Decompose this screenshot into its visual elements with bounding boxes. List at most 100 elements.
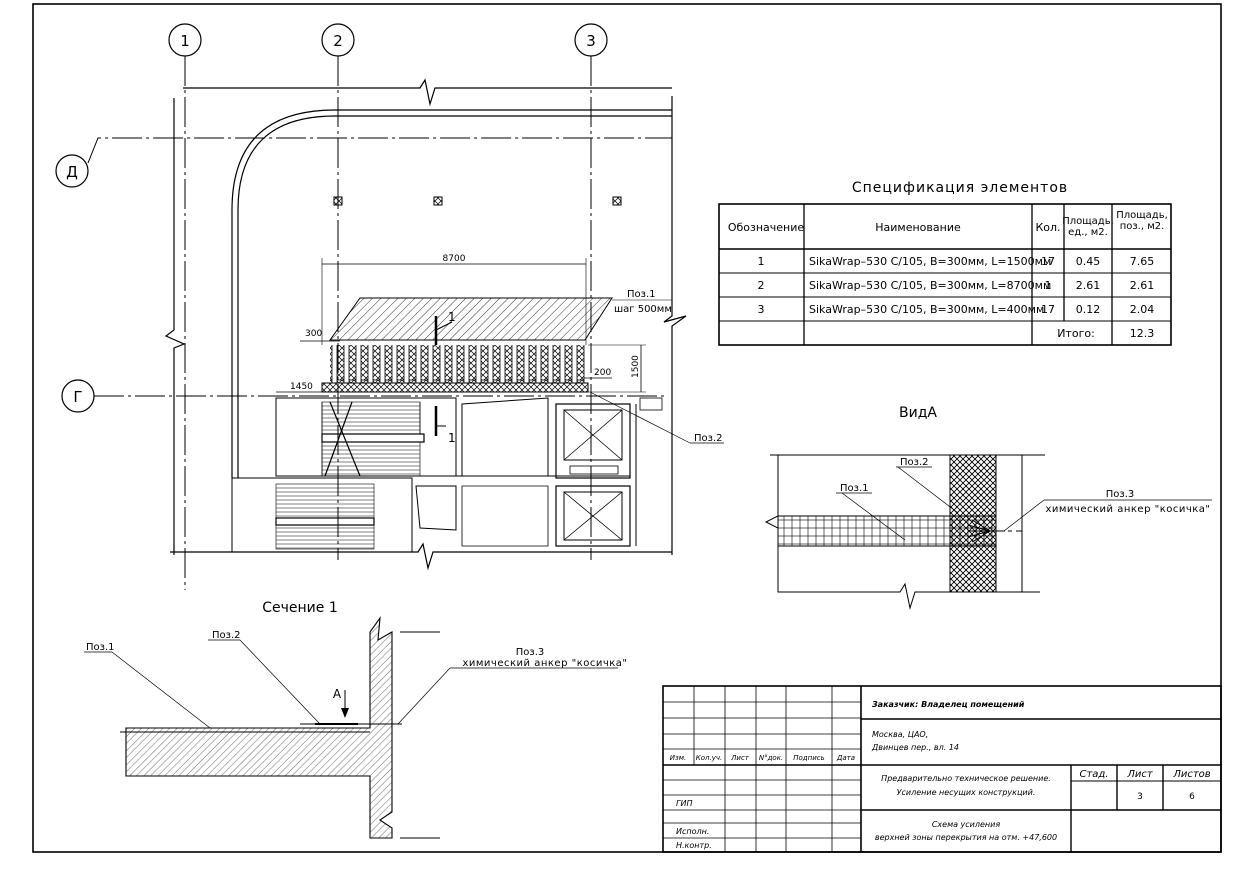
section-1: Сечение 1 А Поз.1 Поз.2 Поз.3 химический…	[84, 600, 627, 839]
svg-text:SikaWrap–530 C/105, B=300мм, L: SikaWrap–530 C/105, B=300мм, L=400мм	[809, 303, 1044, 316]
cfrp-band-poz2	[321, 382, 589, 393]
svg-text:0.12: 0.12	[1076, 303, 1101, 316]
dimension-200: 200	[584, 368, 612, 379]
axis-d-label: Д	[66, 163, 78, 181]
stamp-sheet-title-2: верхней зоны перекрытия на отм. +47,600	[875, 833, 1057, 842]
axis-g-label: Г	[73, 388, 82, 406]
table-row: 2 SikaWrap–530 C/105, B=300мм, L=8700мм …	[758, 279, 1155, 292]
view-a-title: ВидА	[899, 405, 937, 421]
stamp-address-2: Двинцев пер., вл. 14	[871, 743, 959, 752]
stamp-stage-label: Стад.	[1079, 769, 1108, 780]
table-row: 3 SikaWrap–530 C/105, B=300мм, L=400мм 1…	[758, 303, 1155, 316]
svg-text:17: 17	[1041, 303, 1055, 316]
stair-treads	[276, 487, 374, 549]
plan-poz1-step: шаг 500мм	[614, 304, 672, 315]
view-a-poz3-label: Поз.3	[1106, 489, 1135, 500]
stamp-col-list: Лист	[730, 754, 750, 762]
section-cut-mark-bottom: 1	[434, 406, 456, 445]
stamp-col-data: Дата	[836, 754, 855, 762]
stamp-customer: Заказчик: Владелец помещений	[872, 700, 1025, 709]
cut-mark-bottom-label: 1	[448, 431, 456, 445]
stamp-col-podpis: Подпись	[793, 754, 825, 762]
axis-g: Г	[61, 379, 668, 413]
plan-poz2-label: Поз.2	[694, 433, 723, 444]
section-view-mark: А	[333, 687, 342, 701]
svg-text:1: 1	[758, 255, 765, 268]
column-marker	[333, 196, 343, 206]
stamp-address-1: Москва, ЦАО,	[872, 730, 928, 739]
view-a-poz2-label: Поз.2	[900, 457, 929, 468]
dim-300-label: 300	[305, 329, 322, 339]
section-1-title: Сечение 1	[262, 600, 338, 616]
svg-text:2.61: 2.61	[1076, 279, 1101, 292]
dimension-300: 300	[300, 329, 340, 342]
section-poz3-label: Поз.3	[516, 647, 545, 658]
svg-text:2.61: 2.61	[1130, 279, 1155, 292]
view-a-strip-poz1	[777, 515, 951, 547]
stamp-sheets-total: 6	[1189, 792, 1195, 802]
stamp-col-izm: Изм.	[670, 754, 686, 762]
floor-plan: 1 2 3 Д Г	[55, 23, 724, 590]
dim-200-label: 200	[594, 368, 611, 378]
svg-text:7.65: 7.65	[1130, 255, 1155, 268]
dim-8700-label: 8700	[443, 254, 466, 264]
cfrp-strips-poz1	[330, 345, 588, 383]
stamp-sheet-title-1: Схема усиления	[932, 820, 1001, 829]
view-a: ВидА Поз.1 Поз.2 Поз.3 химический анкер …	[764, 405, 1212, 610]
stamp-project-2: Усиление несущих конструкций.	[897, 788, 1036, 797]
spec-header-area-unit: Площадь,ед., м2.	[1062, 216, 1114, 238]
stamp-nkontr: Н.контр.	[676, 841, 712, 850]
stamp-sheet-no: 3	[1137, 792, 1143, 802]
axis-1: 1	[168, 23, 202, 590]
dimension-8700: 8700	[321, 254, 587, 345]
axis-2: 2	[321, 23, 355, 560]
svg-text:0.45: 0.45	[1076, 255, 1101, 268]
svg-text:17: 17	[1041, 255, 1055, 268]
svg-text:1: 1	[1045, 279, 1052, 292]
spec-header-name: Наименование	[875, 221, 961, 234]
section-poz1-label: Поз.1	[86, 642, 115, 653]
svg-text:3: 3	[758, 303, 765, 316]
dimension-1500: 1500	[588, 344, 646, 393]
section-anchor-label: химический анкер "косичка"	[462, 658, 627, 669]
svg-text:2: 2	[758, 279, 765, 292]
svg-text:SikaWrap–530 C/105, B=300мм, L: SikaWrap–530 C/105, B=300мм, L=8700мм	[809, 279, 1051, 292]
axis-3-label: 3	[586, 32, 596, 50]
axis-3: 3	[574, 23, 608, 560]
svg-text:SikaWrap–530 C/105, B=300мм, L: SikaWrap–530 C/105, B=300мм, L=1500мм	[809, 255, 1051, 268]
section-poz2-label: Поз.2	[212, 630, 241, 641]
axis-1-label: 1	[180, 32, 190, 50]
table-row: 1 SikaWrap–530 C/105, B=300мм, L=1500мм …	[758, 255, 1155, 268]
sheet-frame	[32, 3, 1222, 853]
column-marker	[433, 196, 443, 206]
view-a-anchor-label: химический анкер "косичка"	[1045, 504, 1210, 515]
stamp-sheets-label: Листов	[1172, 769, 1210, 780]
section-slab-wall	[125, 616, 393, 839]
stamp-col-ndok: N°док.	[759, 754, 783, 762]
stamp-col-koluch: Кол.уч.	[696, 754, 722, 762]
plan-poz1-label: Поз.1	[627, 289, 656, 300]
stamp-project-1: Предварительно техническое решение.	[881, 774, 1051, 783]
section-cut-mark-top: 1	[434, 310, 456, 345]
axis-d: Д	[55, 137, 672, 188]
dim-1450-label: 1450	[290, 382, 313, 392]
spec-header-qty: Кол.	[1035, 221, 1060, 234]
view-a-poz1-label: Поз.1	[840, 483, 869, 494]
stamp-gip: ГИП	[676, 799, 692, 808]
spec-header-area-pos: Площадь,поз., м2.	[1116, 210, 1168, 232]
spec-title: Спецификация элементов	[852, 180, 1068, 196]
spec-table: Спецификация элементов Обозначение Наиме…	[718, 180, 1172, 346]
dim-1500-label: 1500	[631, 355, 641, 378]
axis-2-label: 2	[333, 32, 343, 50]
svg-text:2.04: 2.04	[1130, 303, 1155, 316]
cut-mark-top-label: 1	[448, 310, 456, 324]
dimension-1450: 1450	[276, 382, 330, 393]
stamp-sheet-label: Лист	[1126, 769, 1154, 780]
title-block: Изм. Кол.уч. Лист N°док. Подпись Дата ГИ…	[662, 685, 1222, 853]
spec-total-value: 12.3	[1130, 327, 1155, 340]
spec-total-label: Итого:	[1057, 327, 1095, 340]
stair-treads	[322, 405, 420, 475]
spec-header-designation: Обозначение	[728, 221, 805, 234]
stamp-ispoln: Исполн.	[676, 827, 709, 836]
